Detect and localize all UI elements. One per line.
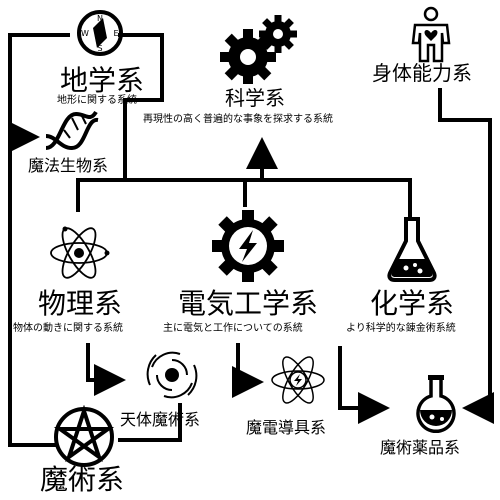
geo-to-hub-line xyxy=(118,33,164,182)
magic-atom-icon xyxy=(271,356,325,404)
astral-to-magic-line xyxy=(118,403,182,442)
magic-potion-title: 魔術薬品系 xyxy=(380,438,461,457)
compass-icon: N E S W xyxy=(77,10,123,56)
arrow-to-magic-potion-left xyxy=(338,346,390,424)
magic-title: 魔術系 xyxy=(40,463,125,496)
chemistry-desc: より科学的な錬金術系統 xyxy=(346,323,456,334)
compass-s: S xyxy=(97,44,102,53)
dna-icon xyxy=(45,110,99,151)
electrical-title: 電気工学系 xyxy=(178,287,319,320)
electrical-desc: 主に電気と工作についての系統 xyxy=(163,323,303,334)
physics-title: 物理系 xyxy=(38,287,123,320)
compass-w: W xyxy=(81,29,89,38)
geoscience-title: 地学系 xyxy=(60,64,145,97)
galaxy-icon xyxy=(146,351,198,399)
compass-n: N xyxy=(97,14,103,23)
arrow-to-magic-potion-right xyxy=(438,88,494,424)
chemistry-title: 化学系 xyxy=(370,287,455,320)
science-desc: 再現性の高く普遍的な事象を探求する系統 xyxy=(143,114,333,125)
arrow-to-astral-magic xyxy=(86,343,126,396)
flask-icon xyxy=(387,217,437,282)
magic-conductor-title: 魔電導具系 xyxy=(246,418,327,437)
magic-biology-title: 魔法生物系 xyxy=(28,156,109,175)
science-title: 科学系 xyxy=(225,86,285,110)
electric-gear-icon xyxy=(212,210,284,282)
gears-icon xyxy=(220,15,297,84)
compass-e: E xyxy=(113,29,118,38)
pentagram-icon xyxy=(53,405,115,467)
atom-icon xyxy=(50,226,110,279)
astral-magic-title: 天体魔術系 xyxy=(120,410,201,429)
physics-desc: 物体の動きに関する系統 xyxy=(13,323,123,334)
physical-ability-title: 身体能力系 xyxy=(372,61,472,85)
geoscience-desc: 地形に関する系統 xyxy=(57,95,137,106)
human-body-icon xyxy=(411,6,451,63)
potion-icon xyxy=(416,375,456,434)
arrow-to-magic-conductor xyxy=(232,343,264,398)
frame-left-line xyxy=(8,33,70,447)
